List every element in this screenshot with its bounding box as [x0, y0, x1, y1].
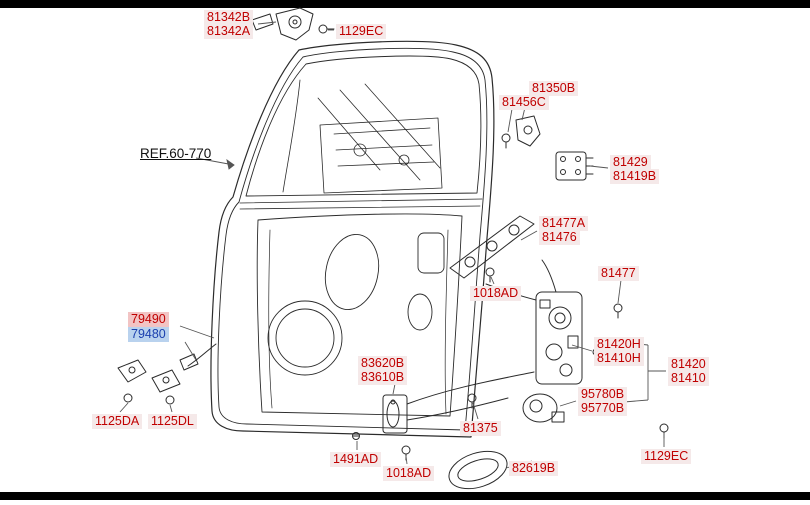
part-label-81410h[interactable]: 81410H — [594, 351, 644, 366]
bolt-81477-icon — [613, 303, 623, 319]
ref-arrowhead — [226, 158, 235, 170]
part-label-81419b[interactable]: 81419B — [610, 169, 660, 184]
bolt-1018ad-top-icon — [485, 267, 495, 283]
channel-bracket-part — [449, 215, 535, 279]
checker-part — [501, 115, 541, 149]
part-label-ref-60-770[interactable]: REF.60-770 — [140, 146, 212, 161]
door-outline-inner — [217, 47, 488, 431]
part-label-81420[interactable]: 81420 — [668, 357, 709, 372]
window-module-detail — [282, 79, 443, 194]
bolt-1125dl-icon — [165, 395, 175, 405]
part-label-95770b[interactable]: 95770B — [578, 401, 628, 416]
part-label-1129ec[interactable]: 1129EC — [641, 449, 692, 464]
part-label-81342a[interactable]: 81342A — [204, 24, 254, 39]
part-label-81420h[interactable]: 81420H — [594, 337, 644, 352]
part-label-1018ad[interactable]: 1018AD — [470, 286, 522, 301]
part-label-81429[interactable]: 81429 — [610, 155, 651, 170]
part-label-81342b[interactable]: 81342B — [204, 10, 254, 25]
inner-panel-outline — [256, 213, 463, 417]
part-label-81410[interactable]: 81410 — [668, 371, 709, 386]
speaker-hole — [267, 300, 343, 376]
bottom-letterbox-bar — [0, 492, 810, 500]
part-label-79490[interactable]: 79490 — [128, 312, 169, 327]
part-label-81375[interactable]: 81375 — [460, 421, 501, 436]
bolt-81375-icon — [467, 393, 477, 409]
part-label-81456c[interactable]: 81456C — [499, 95, 549, 110]
part-label-83610b[interactable]: 83610B — [358, 370, 408, 385]
belt-line — [239, 198, 483, 210]
bolt-1125da-icon — [123, 393, 133, 403]
inner-handle-part — [382, 371, 535, 434]
hinge-parts — [117, 343, 217, 405]
handle-bezel-part — [448, 450, 508, 490]
module-81429-part — [555, 151, 594, 181]
screw-1129ec-top-icon — [318, 24, 335, 34]
top-letterbox-bar — [0, 0, 810, 8]
part-label-1491ad[interactable]: 1491AD — [330, 452, 382, 467]
handle-bracket-part — [251, 7, 314, 41]
part-label-1018ad[interactable]: 1018AD — [383, 466, 435, 481]
part-label-1125da[interactable]: 1125DA — [92, 414, 143, 429]
part-label-95780b[interactable]: 95780B — [578, 387, 628, 402]
part-label-82619b[interactable]: 82619B — [509, 461, 559, 476]
part-label-79480[interactable]: 79480 — [128, 327, 169, 342]
screw-1491ad-icon — [352, 432, 360, 440]
window-opening — [245, 55, 482, 197]
inner-panel-cutouts — [267, 229, 449, 415]
part-label-81350b[interactable]: 81350B — [529, 81, 579, 96]
part-label-83620b[interactable]: 83620B — [358, 356, 408, 371]
actuator-part — [522, 393, 565, 423]
part-label-81477a[interactable]: 81477A — [539, 216, 589, 231]
part-label-1125dl[interactable]: 1125DL — [148, 414, 197, 429]
part-label-81476[interactable]: 81476 — [539, 230, 580, 245]
part-label-1129ec[interactable]: 1129EC — [336, 24, 387, 39]
part-label-81477[interactable]: 81477 — [598, 266, 639, 281]
door-outline-outer — [210, 40, 495, 438]
door-checker-strap — [179, 353, 199, 371]
